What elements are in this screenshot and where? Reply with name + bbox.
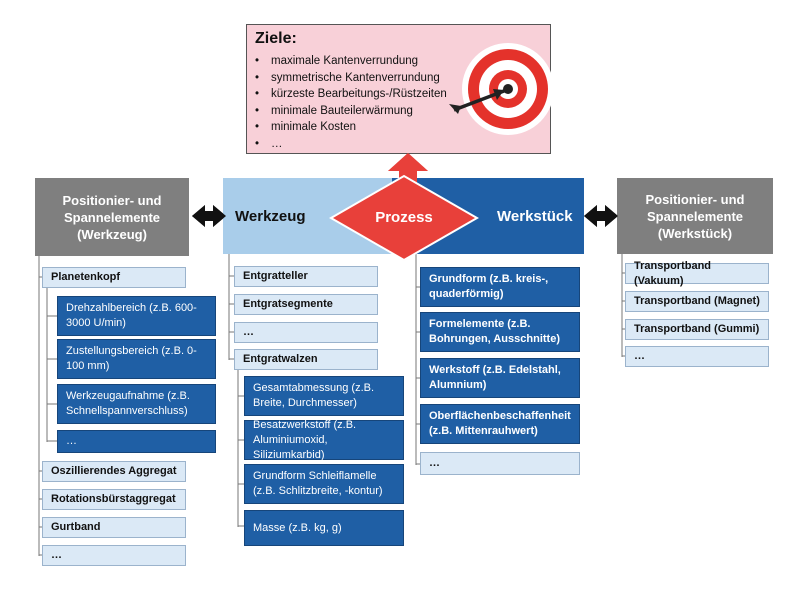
double-arrow-right-icon	[584, 205, 618, 227]
left-item-box: …	[42, 545, 186, 566]
goal-item: minimale Kosten	[255, 119, 447, 136]
planetenkopf-sub-box: Zustellungsbereich (z.B. 0-100 mm)	[57, 339, 216, 379]
goal-item: symmetrische Kantenverrundung	[255, 70, 447, 87]
walzen-sub-box: Besatzwerkstoff (z.B. Aluminiumoxid, Sil…	[244, 419, 404, 461]
werkzeug-item-box: Entgratsegmente	[234, 294, 378, 315]
planetenkopf-sub-box: Werkzeugaufnahme (z.B. Schnellspannversc…	[57, 384, 216, 424]
goals-box: Ziele: maximale Kantenverrundung symmetr…	[246, 24, 551, 154]
werkstueck-item-box: Werkstoff (z.B. Edelstahl, Alumnium)	[420, 358, 580, 398]
positionier-werkzeug-box: Positionier- und Spannelemente (Werkzeug…	[35, 178, 189, 256]
werkzeug-item-box: Entgratteller	[234, 266, 378, 287]
werkstueck-item-box: Oberflächenbeschaffenheit (z.B. Mittenra…	[420, 404, 580, 444]
goal-item: kürzeste Bearbeitungs-/Rüstzeiten	[255, 86, 447, 103]
goal-item: minimale Bauteilerwärmung	[255, 103, 447, 120]
werkzeug-item-box: …	[234, 322, 378, 343]
prozess-label: Prozess	[375, 209, 433, 226]
planetenkopf-sub-box: …	[57, 430, 216, 453]
left-item-box: Oszillierendes Aggregat	[42, 461, 186, 482]
werkstueck-label: Werkstück	[497, 208, 573, 225]
planetenkopf-box: Planetenkopf	[42, 267, 186, 288]
positionier-werkstueck-box: Positionier- und Spannelemente (Werkstüc…	[617, 178, 773, 254]
goal-item: …	[255, 136, 447, 153]
werkzeug-item-box: Entgratwalzen	[234, 349, 378, 370]
goal-item: maximale Kantenverrundung	[255, 53, 447, 70]
werkzeug-label: Werkzeug	[235, 208, 306, 225]
transport-item-box: Transportband (Gummi)	[625, 319, 769, 340]
goals-title: Ziele:	[255, 30, 297, 47]
walzen-sub-box: Grundform Schleiflamelle (z.B. Schlitzbr…	[244, 464, 404, 504]
werkstueck-item-box: …	[420, 452, 580, 475]
left-item-box: Rotationsbürstaggregat	[42, 489, 186, 510]
werkstueck-item-box: Grundform (z.B. kreis-, quaderförmig)	[420, 267, 580, 307]
double-arrow-left-icon	[192, 205, 226, 227]
transport-item-box: …	[625, 346, 769, 367]
transport-item-box: Transportband (Vakuum)	[625, 260, 769, 287]
goals-list: maximale Kantenverrundung symmetrische K…	[255, 53, 447, 152]
walzen-sub-box: Masse (z.B. kg, g)	[244, 510, 404, 546]
left-item-box: Gurtband	[42, 517, 186, 538]
walzen-sub-box: Gesamtabmessung (z.B. Breite, Durchmesse…	[244, 376, 404, 416]
werkstueck-item-box: Formelemente (z.B. Bohrungen, Ausschnitt…	[420, 312, 580, 352]
tree-lines	[38, 254, 625, 556]
transport-item-box: Transportband (Magnet)	[625, 291, 769, 312]
planetenkopf-sub-box: Drehzahlbereich (z.B. 600-3000 U/min)	[57, 296, 216, 336]
